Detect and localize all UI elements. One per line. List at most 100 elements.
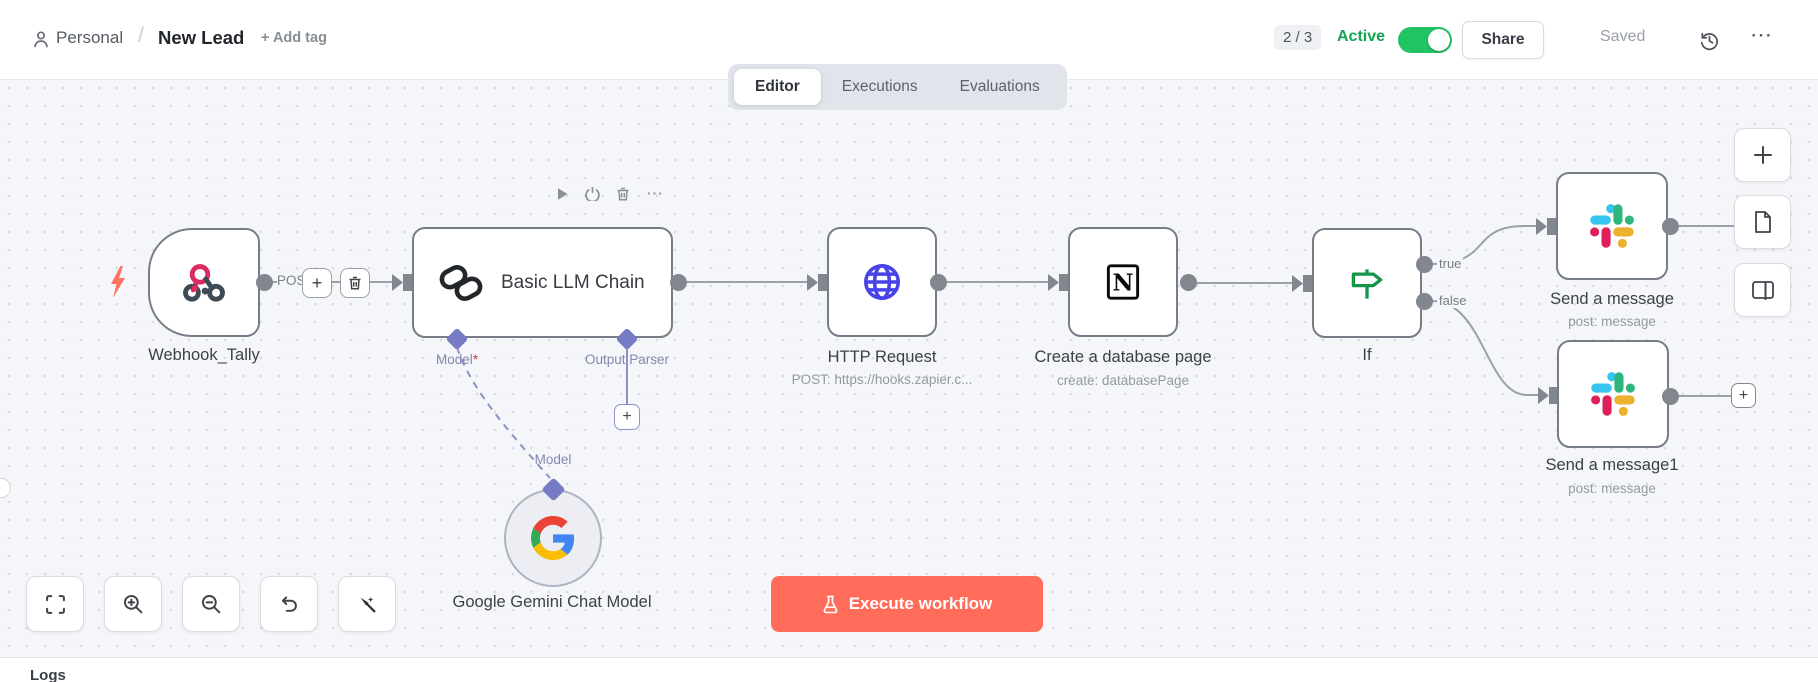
plus-icon: +	[311, 272, 323, 293]
workflow-name[interactable]: New Lead	[158, 27, 245, 48]
connection-label: POST	[277, 273, 302, 291]
fit-view-icon	[45, 594, 65, 614]
if-true-output-port[interactable]	[1415, 255, 1433, 273]
llm-output-port[interactable]	[669, 273, 687, 291]
history-clock-icon	[1700, 32, 1718, 50]
slack1-output-port[interactable]	[1661, 217, 1679, 235]
tab-editor[interactable]: Editor	[734, 69, 821, 105]
if-false-output-label: false	[1437, 293, 1469, 308]
share-label: Share	[1481, 31, 1525, 48]
share-button[interactable]: Share	[1462, 21, 1544, 59]
node-slack-send-message[interactable]	[1556, 172, 1668, 280]
flask-icon	[823, 595, 838, 614]
node-webhook-tally[interactable]	[148, 228, 260, 337]
plus-icon: +	[1738, 386, 1749, 404]
webhook-node-label: Webhook_Tally	[148, 346, 260, 364]
more-menu-button[interactable]: ⋯	[1750, 22, 1773, 47]
llm-parser-port-label: Output Parser	[584, 352, 670, 367]
execute-workflow-button[interactable]: Execute workflow	[771, 576, 1043, 632]
execute-workflow-label: Execute workflow	[848, 594, 993, 613]
add-node-after-slack2-button[interactable]: +	[1731, 383, 1756, 408]
required-mark: *	[472, 352, 479, 367]
google-icon	[531, 516, 575, 560]
more-options-icon[interactable]: ⋯	[646, 183, 663, 203]
logs-panel-header[interactable]: Logs	[0, 657, 1818, 682]
edge-model-gemini[interactable]	[456, 346, 551, 479]
gemini-model-port-label: Model	[534, 452, 572, 467]
trash-icon[interactable]	[616, 187, 630, 201]
sticky-note-button[interactable]	[1734, 195, 1791, 249]
node-http-request[interactable]	[827, 227, 937, 337]
workflow-canvas[interactable]	[0, 79, 1818, 657]
toggle-knob	[1428, 29, 1450, 51]
tidy-up-wand-icon	[360, 596, 375, 612]
delete-edge-button[interactable]	[340, 268, 370, 298]
add-tag-button[interactable]: + Add tag	[261, 30, 327, 46]
globe-icon	[864, 264, 900, 300]
toggle-panel-button[interactable]	[1734, 263, 1791, 317]
node-google-gemini-chat-model[interactable]	[504, 489, 602, 587]
subnode-edges[interactable]	[456, 346, 628, 479]
add-node-on-edge-button[interactable]: +	[302, 268, 332, 298]
tab-evaluations[interactable]: Evaluations	[959, 78, 1040, 95]
slack-icon	[1590, 204, 1634, 248]
node-hover-toolbar: ⋯	[556, 183, 663, 203]
split-panel-icon	[1751, 281, 1774, 300]
add-output-parser-button[interactable]: +	[614, 404, 640, 430]
document-icon	[1754, 211, 1771, 233]
chain-icon	[439, 264, 483, 301]
undo-icon	[281, 596, 297, 612]
history-button[interactable]	[1696, 27, 1722, 53]
http-output-port[interactable]	[929, 273, 947, 291]
notion-node-subtitle: create: databasePage	[1056, 373, 1190, 388]
zoom-out-button[interactable]	[182, 576, 240, 632]
node-if[interactable]	[1312, 228, 1422, 338]
if-true-output-label: true	[1437, 256, 1464, 271]
person-icon	[34, 31, 48, 48]
trigger-bolt-icon	[108, 266, 128, 303]
fit-view-button[interactable]	[26, 576, 84, 632]
plus-icon: +	[622, 408, 632, 425]
zoom-in-icon	[123, 594, 143, 614]
version-badge[interactable]: 2 / 3	[1274, 25, 1322, 50]
tidy-up-button[interactable]	[338, 576, 396, 632]
zoom-out-icon	[201, 594, 221, 614]
tab-executions[interactable]: Executions	[841, 78, 918, 95]
notion-node-label: Create a database page	[1034, 348, 1212, 366]
undo-button[interactable]	[260, 576, 318, 632]
play-icon[interactable]	[556, 187, 569, 201]
active-toggle[interactable]	[1398, 27, 1452, 53]
slack2-node-label: Send a message1	[1545, 456, 1679, 474]
http-node-subtitle: POST: https://hooks.zapier.c...	[791, 372, 973, 387]
node-notion-create-page[interactable]: N	[1068, 227, 1178, 337]
power-icon[interactable]	[585, 186, 600, 201]
slack1-node-label: Send a message	[1550, 290, 1674, 308]
node-basic-llm-chain[interactable]: Basic LLM Chain	[412, 227, 673, 338]
input-port-arrows	[392, 218, 1558, 404]
slack1-node-subtitle: post: message	[1568, 314, 1656, 329]
if-false-output-port[interactable]	[1415, 292, 1433, 310]
slack2-output-port[interactable]	[1661, 387, 1679, 405]
webhook-output-port[interactable]	[256, 273, 273, 291]
notion-output-port[interactable]	[1179, 273, 1197, 291]
view-tabs: Editor Executions Evaluations	[728, 64, 1067, 110]
plus-icon	[1753, 146, 1772, 164]
node-slack-send-message1[interactable]	[1557, 340, 1669, 448]
llm-node-title: Basic LLM Chain	[501, 271, 645, 293]
zoom-in-button[interactable]	[104, 576, 162, 632]
svg-text:N: N	[1112, 269, 1133, 296]
if-node-label: If	[1362, 346, 1372, 364]
breadcrumb-separator: /	[138, 24, 144, 47]
gemini-node-label: Google Gemini Chat Model	[452, 593, 652, 611]
trash-icon	[349, 276, 361, 290]
llm-model-port-label: Model*	[435, 352, 479, 367]
saved-status: Saved	[1600, 28, 1646, 45]
add-node-button[interactable]	[1734, 128, 1791, 182]
notion-icon: N	[1106, 264, 1140, 300]
slack2-node-subtitle: post: message	[1568, 481, 1656, 496]
signpost-icon	[1351, 269, 1383, 299]
breadcrumb-project[interactable]: Personal	[56, 28, 124, 47]
webhook-icon	[183, 263, 225, 302]
slack-icon	[1591, 372, 1635, 416]
